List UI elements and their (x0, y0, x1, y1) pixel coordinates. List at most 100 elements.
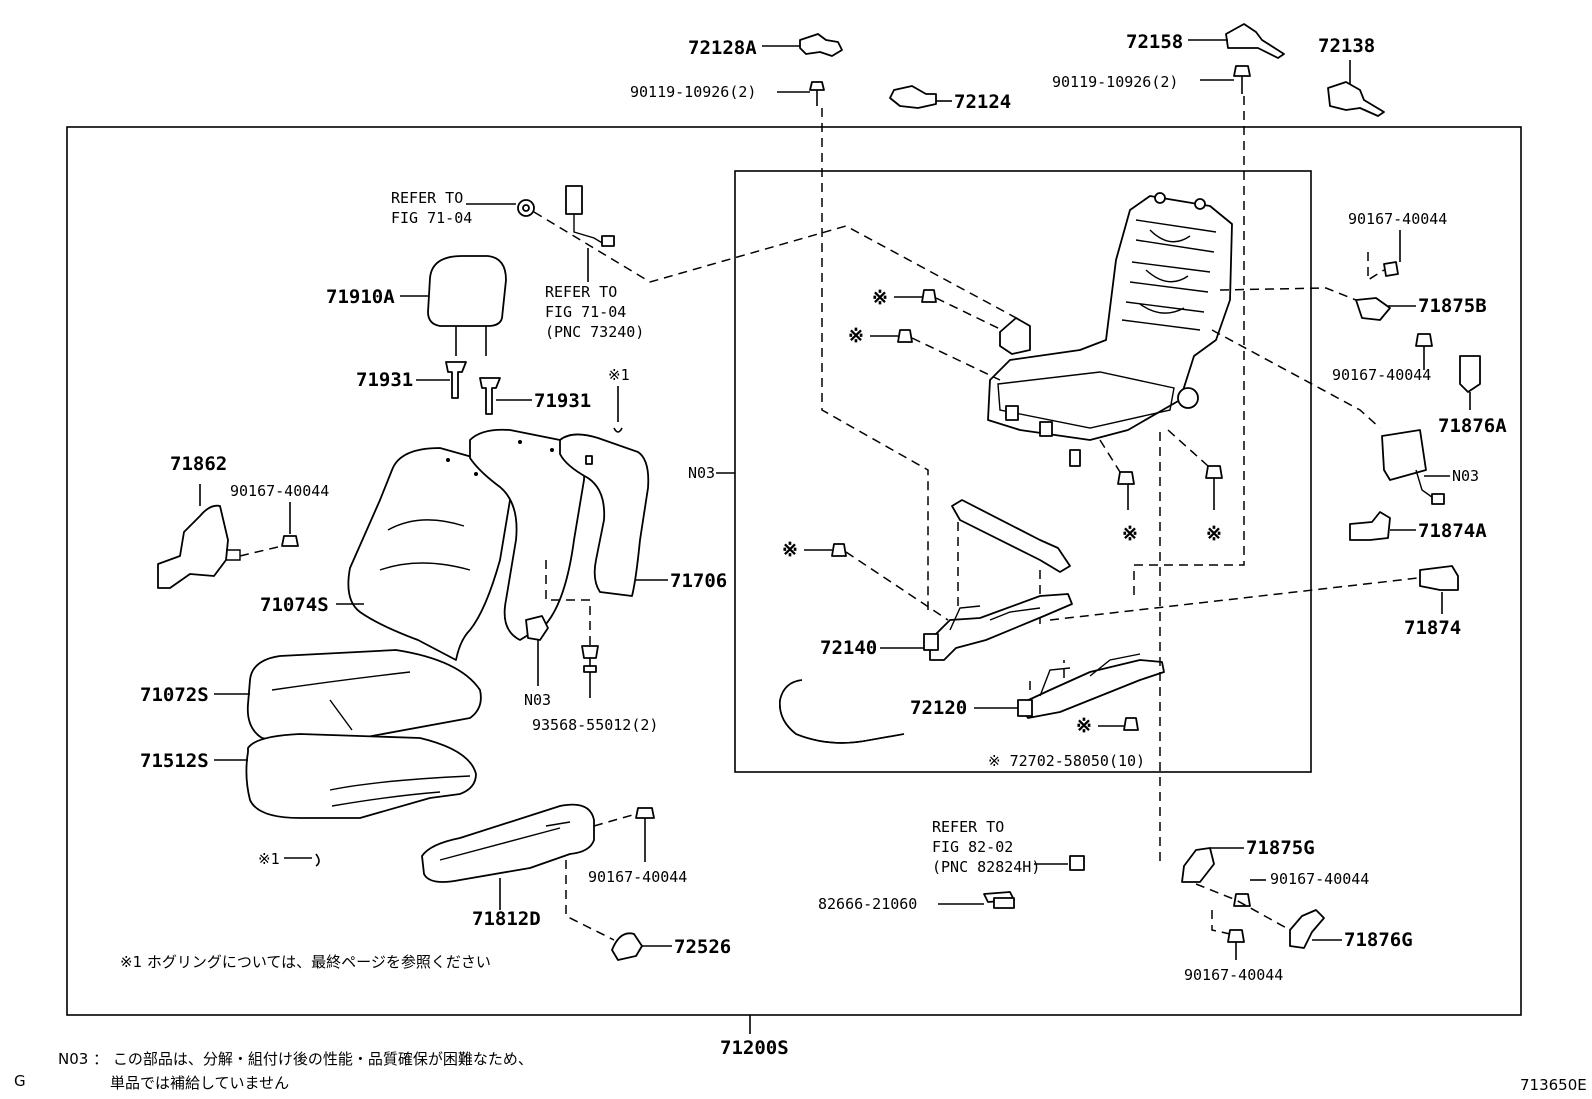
star-5: ※ (782, 539, 798, 561)
frame-bracket-small (999, 317, 1031, 355)
refer-a-line1: REFER TO (391, 189, 463, 207)
label-screw-71875B: 90167-40044 (1348, 210, 1447, 228)
label-71910A: 71910A (326, 286, 395, 308)
screw-71875B (1383, 230, 1401, 277)
release-bar (779, 679, 905, 744)
refer-c-line1: REFER TO (932, 818, 1004, 836)
label-71200S: 71200S (720, 1037, 789, 1059)
part-71875G (1181, 847, 1244, 883)
belt-anchor-bolt (517, 199, 535, 217)
label-screw-71875G: 90167-40044 (1270, 870, 1369, 888)
mark-1-a: ※1 (608, 366, 630, 384)
part-72138 (1327, 60, 1385, 117)
refer-b-line3: (PNC 73240) (545, 323, 644, 341)
refer-c-line2: FIG 82-02 (932, 838, 1013, 856)
label-screw-71862: 90167-40044 (230, 482, 329, 500)
label-screw-bottom: 90167-40044 (1184, 966, 1283, 984)
star-2: ※ (848, 325, 864, 347)
screw-71876A (1415, 333, 1433, 370)
guide-belt (533, 211, 1021, 321)
airbag-module (1381, 429, 1450, 505)
label-n03-left: N03 (524, 691, 551, 709)
part-82666 (938, 891, 1015, 909)
clip-n03-left (525, 615, 549, 686)
label-bolt-top-right: 90119-10926(2) (1052, 73, 1178, 91)
bolt-top-right (1200, 65, 1251, 94)
n03-note-line2: 単品では補給していません (110, 1074, 289, 1092)
label-71875G: 71875G (1246, 837, 1315, 859)
part-72124 (889, 85, 952, 109)
outer-frame (66, 126, 1522, 1016)
star-bolt-4 (1205, 465, 1223, 479)
corner-g: G (14, 1072, 26, 1090)
rail-72140 (923, 593, 1073, 661)
part-71875B (1355, 297, 1416, 321)
label-bolt-top-left: 90119-10926(2) (630, 83, 756, 101)
label-71074S: 71074S (260, 594, 329, 616)
star-1: ※ (872, 287, 888, 309)
refer-b-line1: REFER TO (545, 283, 617, 301)
cushion-cover-71072S (246, 649, 482, 743)
part-72526 (611, 932, 672, 961)
rail-upper (951, 499, 1071, 573)
star-4: ※ (1206, 523, 1222, 545)
figure-id: 713650E (1520, 1076, 1587, 1094)
refer-b-line2: FIG 71-04 (545, 303, 626, 321)
label-72526: 72526 (674, 936, 731, 958)
screw-71862 (281, 502, 299, 547)
star-bolt-2 (897, 329, 913, 343)
label-93568: 93568-55012(2) (532, 716, 658, 734)
refer-c-line3: (PNC 82824H) (932, 858, 1040, 876)
part-71876G (1289, 909, 1342, 949)
part-71876A (1459, 355, 1481, 410)
label-n03-mid: N03 (688, 464, 715, 482)
headrest-guide-1 (445, 361, 467, 399)
screw-71875G (1233, 879, 1266, 907)
screw-71812 (635, 807, 655, 862)
label-71875B: 71875B (1418, 295, 1487, 317)
n03-note-line1: N03 ： この部品は、分解・組付け後の性能・品質確保が困難なため、 (58, 1050, 533, 1068)
label-82666: 82666-21060 (818, 895, 917, 913)
label-71862: 71862 (170, 453, 227, 475)
label-72124: 72124 (954, 91, 1011, 113)
seatback-cover-71074S (347, 447, 512, 661)
star-3: ※ (1122, 523, 1138, 545)
label-72158: 72158 (1126, 31, 1183, 53)
label-71931-b: 71931 (534, 390, 591, 412)
label-71876G: 71876G (1344, 929, 1413, 951)
label-71931-a: 71931 (356, 369, 413, 391)
part-72158 (1188, 23, 1285, 59)
part-71874A (1349, 511, 1416, 541)
connector-82824H (1069, 855, 1085, 871)
star-bolt-5 (831, 543, 847, 557)
label-screw-71876A: 90167-40044 (1332, 366, 1431, 384)
bolt-top-left (777, 81, 825, 106)
guide-left-bolt (821, 108, 929, 610)
label-72120: 72120 (910, 697, 967, 719)
mark-1-b: ※1 (258, 850, 280, 868)
label-72128A: 72128A (688, 37, 757, 59)
rail-72120 (1017, 653, 1165, 719)
label-71706: 71706 (670, 570, 727, 592)
label-72138: 72138 (1318, 35, 1375, 57)
label-n03-right: N03 (1452, 467, 1479, 485)
seatback-board-71706 (559, 433, 650, 597)
guide-back-bolt (545, 560, 591, 646)
seat-belt-buckle (565, 185, 615, 282)
seat-frame-box (734, 170, 1312, 773)
label-71072S: 71072S (140, 684, 209, 706)
label-71812D: 71812D (472, 908, 541, 930)
side-shield-71812D (421, 803, 595, 883)
star-6: ※ (1076, 715, 1092, 737)
label-72140: 72140 (820, 637, 877, 659)
refer-a-line2: FIG 71-04 (391, 209, 472, 227)
label-71874A: 71874A (1418, 520, 1487, 542)
label-71512S: 71512S (140, 750, 209, 772)
star-bolt-6 (1123, 717, 1139, 731)
bolt-note: ※ 72702-58050(10) (988, 752, 1145, 770)
screw-bottom (1227, 929, 1245, 960)
part-71862 (157, 484, 241, 589)
label-71876A: 71876A (1438, 415, 1507, 437)
bolt-93568 (581, 645, 599, 698)
